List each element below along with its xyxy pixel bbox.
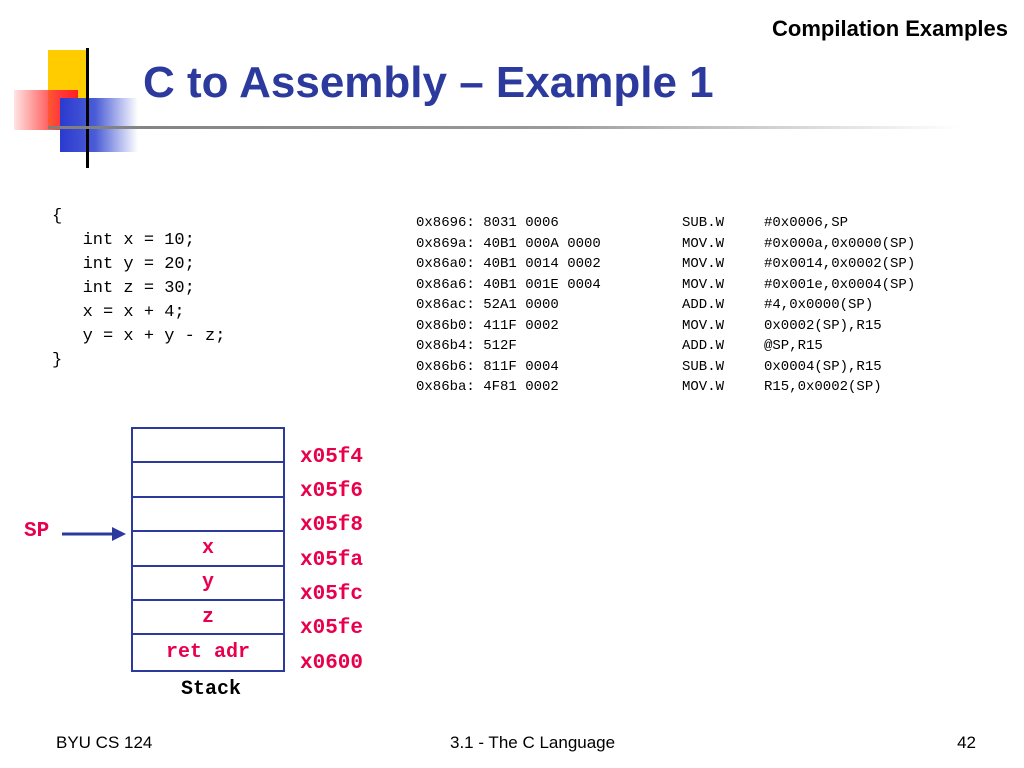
asm-operands: #0x0014,0x0002(SP) [764,256,916,272]
stack-address: x0600 [300,652,364,675]
asm-operands: @SP,R15 [764,338,823,354]
asm-address: 0x869a: 40B1 000A 0000 [416,235,601,252]
page-title: C to Assembly – Example 1 [143,58,714,107]
code-line: y = x + y - z; [52,327,226,346]
asm-row: 0x86a0: 40B1 0014 0002 MOV.W #0x0014,0x0… [416,254,915,275]
stack-cell [133,429,283,464]
asm-address: 0x86ac: 52A1 0000 [416,297,559,313]
logo-vertical-line [86,48,89,168]
asm-opcode: MOV.W [682,256,725,272]
asm-address: 0x86b4: 512F [416,338,517,354]
title-divider [48,126,960,129]
code-line: { [52,207,63,226]
stack-caption: Stack [180,678,241,701]
section-label: Compilation Examples [772,16,1008,41]
footer-course: BYU CS 124 [56,733,153,752]
asm-operands: R15,0x0002(SP) [764,379,882,395]
asm-operands: #0x000a,0x0000(SP) [764,235,916,252]
asm-address: 0x86ba: 4F81 0002 [416,379,559,395]
stack-cell [133,463,283,498]
asm-address: 0x86b0: 411F 0002 [416,317,559,334]
asm-opcode: ADD.W [682,338,725,354]
stack-address: x05f6 [300,480,364,503]
assembly-listing: 0x8696: 8031 0006 SUB.W #0x0006,SP 0x869… [416,213,915,398]
asm-opcode: SUB.W [682,215,725,231]
asm-operands: #0x001e,0x0004(SP) [764,276,916,293]
asm-row: 0x86ba: 4F81 0002 MOV.W R15,0x0002(SP) [416,377,882,398]
asm-opcode: MOV.W [682,317,725,334]
asm-row: 0x86b0: 411F 0002 MOV.W 0x0002(SP),R15 [416,316,882,337]
asm-opcode: SUB.W [682,358,725,375]
asm-opcode: MOV.W [682,379,725,395]
asm-operands: #4,0x0000(SP) [764,297,874,313]
stack-cell: z [133,601,283,636]
asm-address: 0x8696: 8031 0006 [416,215,559,231]
asm-address: 0x86a0: 40B1 0014 0002 [416,256,601,272]
stack-cell: x [133,532,283,567]
stack-pointer-label: SP [24,520,50,543]
asm-address: 0x86a6: 40B1 001E 0004 [416,276,601,293]
asm-opcode: MOV.W [682,276,725,293]
asm-opcode: MOV.W [682,235,725,252]
asm-row: 0x869a: 40B1 000A 0000 MOV.W #0x000a,0x0… [416,234,915,255]
logo-blue-block [60,98,138,152]
stack-address: x05fc [300,583,364,606]
stack-frame: x y z ret adr [131,427,285,672]
asm-operands: 0x0002(SP),R15 [764,317,882,334]
asm-row: 0x8696: 8031 0006 SUB.W #0x0006,SP [416,213,848,234]
asm-row: 0x86ac: 52A1 0000 ADD.W #4,0x0000(SP) [416,295,873,316]
asm-operands: #0x0006,SP [764,215,849,231]
code-line: int x = 10; [52,231,195,250]
c-code-block: { int x = 10; int y = 20; int z = 30; x … [52,205,225,373]
asm-operands: 0x0004(SP),R15 [764,358,882,375]
asm-row: 0x86b6: 811F 0004 SUB.W 0x0004(SP),R15 [416,357,882,378]
asm-row: 0x86a6: 40B1 001E 0004 MOV.W #0x001e,0x0… [416,275,915,296]
asm-address: 0x86b6: 811F 0004 [416,358,559,375]
stack-address: x05f4 [300,446,364,469]
stack-pointer-arrow-icon [62,527,126,541]
stack-cell: ret adr [165,641,250,665]
code-line: } [52,351,63,370]
asm-opcode: ADD.W [682,297,725,313]
stack-cell [133,498,283,533]
asm-row: 0x86b4: 512F ADD.W @SP,R15 [416,336,823,357]
page-number: 42 [957,733,976,752]
stack-address: x05fe [300,617,364,640]
code-line: x = x + 4; [52,303,185,322]
stack-address: x05f8 [300,514,364,537]
code-line: int z = 30; [52,279,195,298]
code-line: int y = 20; [52,255,195,274]
stack-address: x05fa [300,549,364,572]
footer-topic: 3.1 - The C Language [450,733,616,752]
stack-cell: y [133,567,283,601]
